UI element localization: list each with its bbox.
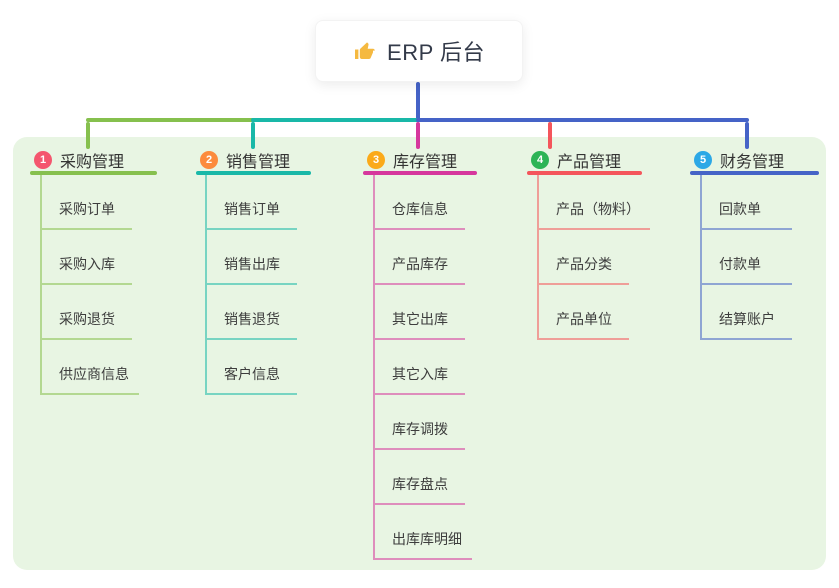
branch-children: 仓库信息 产品库存 其它出库 其它入库 库存调拨 库存盘点 出库库明细 (373, 175, 472, 560)
branch-underline (196, 171, 311, 175)
bus-segment-blue (416, 118, 749, 122)
branch-number-badge: 2 (200, 151, 218, 169)
child-node-label: 销售退货 (224, 311, 280, 327)
child-node[interactable]: 采购订单 (42, 175, 132, 230)
branch-underline (30, 171, 157, 175)
child-node-label: 付款单 (719, 256, 761, 272)
branch-children: 采购订单 采购入库 采购退货 供应商信息 (40, 175, 139, 395)
branch-children: 产品（物料） 产品分类 产品单位 (537, 175, 650, 340)
child-node[interactable]: 产品单位 (539, 285, 629, 340)
child-node-label: 其它入库 (392, 366, 448, 382)
root-node[interactable]: ERP 后台 (315, 20, 523, 82)
child-node[interactable]: 产品库存 (375, 230, 465, 285)
child-node-label: 产品分类 (556, 256, 612, 272)
child-node-label: 产品库存 (392, 256, 448, 272)
child-node-label: 仓库信息 (392, 201, 448, 217)
child-node-label: 库存调拨 (392, 421, 448, 437)
branch-node[interactable]: 3 库存管理 (367, 149, 457, 171)
child-node[interactable]: 销售出库 (207, 230, 297, 285)
child-node-label: 供应商信息 (59, 366, 129, 382)
branch-number-badge: 5 (694, 151, 712, 169)
child-node-label: 采购订单 (59, 201, 115, 217)
child-node-label: 产品（物料） (556, 201, 640, 217)
branch-node[interactable]: 4 产品管理 (531, 149, 621, 171)
child-node-label: 采购入库 (59, 256, 115, 272)
bus-segment-teal (251, 118, 420, 122)
child-node-label: 采购退货 (59, 311, 115, 327)
child-node[interactable]: 销售订单 (207, 175, 297, 230)
branch-underline (527, 171, 642, 175)
root-connector-line (416, 82, 420, 122)
child-node[interactable]: 采购退货 (42, 285, 132, 340)
branch-node[interactable]: 1 采购管理 (34, 149, 124, 171)
child-node-label: 出库库明细 (392, 531, 462, 547)
branch-drop-line (86, 122, 90, 149)
branch-drop-line (548, 122, 552, 149)
child-node-label: 销售订单 (224, 201, 280, 217)
branches-panel (13, 137, 826, 570)
branch-number-badge: 3 (367, 151, 385, 169)
child-node[interactable]: 其它出库 (375, 285, 465, 340)
child-node[interactable]: 库存调拨 (375, 395, 465, 450)
branch-number-badge: 4 (531, 151, 549, 169)
branch-title-label: 销售管理 (226, 154, 291, 171)
child-node[interactable]: 付款单 (702, 230, 792, 285)
branch-underline (363, 171, 477, 175)
branch-title-label: 库存管理 (393, 154, 458, 171)
branch-drop-line (251, 122, 255, 149)
branch-underline (690, 171, 819, 175)
branch-children: 回款单 付款单 结算账户 (700, 175, 792, 340)
branch-node[interactable]: 5 财务管理 (694, 149, 784, 171)
branch-drop-line (745, 122, 749, 149)
branch-title-label: 财务管理 (720, 154, 785, 171)
child-node[interactable]: 仓库信息 (375, 175, 465, 230)
child-node[interactable]: 回款单 (702, 175, 792, 230)
child-node[interactable]: 供应商信息 (42, 340, 139, 395)
thumbs-up-icon (353, 39, 377, 63)
child-node[interactable]: 产品（物料） (539, 175, 650, 230)
child-node[interactable]: 产品分类 (539, 230, 629, 285)
child-node[interactable]: 采购入库 (42, 230, 132, 285)
child-node[interactable]: 客户信息 (207, 340, 297, 395)
bus-segment-green (86, 118, 255, 122)
root-node-label: ERP 后台 (387, 40, 485, 65)
branch-children: 销售订单 销售出库 销售退货 客户信息 (205, 175, 297, 395)
child-node-label: 库存盘点 (392, 476, 448, 492)
child-node-label: 结算账户 (719, 311, 775, 327)
child-node-label: 产品单位 (556, 311, 612, 327)
branch-number-badge: 1 (34, 151, 52, 169)
child-node[interactable]: 销售退货 (207, 285, 297, 340)
child-node[interactable]: 库存盘点 (375, 450, 465, 505)
child-node[interactable]: 结算账户 (702, 285, 792, 340)
child-node[interactable]: 其它入库 (375, 340, 465, 395)
branch-node[interactable]: 2 销售管理 (200, 149, 290, 171)
child-node-label: 客户信息 (224, 366, 280, 382)
child-node-label: 回款单 (719, 201, 761, 217)
child-node-label: 其它出库 (392, 311, 448, 327)
branch-title-label: 产品管理 (557, 154, 622, 171)
child-node[interactable]: 出库库明细 (375, 505, 472, 560)
branch-title-label: 采购管理 (60, 154, 125, 171)
branch-drop-line (416, 122, 420, 149)
child-node-label: 销售出库 (224, 256, 280, 272)
